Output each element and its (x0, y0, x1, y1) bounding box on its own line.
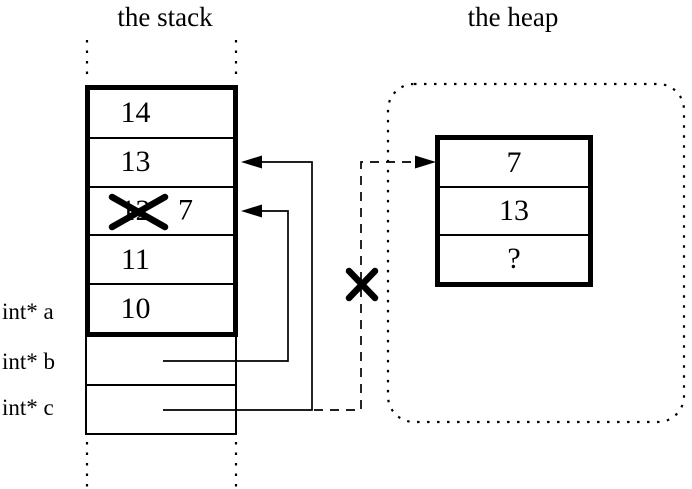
variable-label-a: int* a (2, 299, 54, 324)
stack-frame-box: 14 13 12 7 11 10 (85, 85, 238, 337)
heap-cell-13: 13 (440, 188, 588, 236)
stack-cell-value: 11 (121, 242, 150, 276)
variable-label-b: int* b (2, 349, 56, 374)
pointer-variable-cells (85, 337, 237, 435)
stack-title: the stack (117, 2, 213, 32)
arrowhead-left-icon (241, 204, 262, 218)
heap-cell-7: 7 (440, 140, 588, 188)
stack-cell-old-value: 12 (120, 193, 151, 227)
stack-cell-value: 14 (120, 96, 151, 130)
stack-cell-10: 10 (90, 285, 233, 332)
stack-cell-12-overwritten-7: 12 7 (90, 188, 233, 237)
stack-cell-value: 10 (120, 291, 151, 325)
heap-cell-value: ? (507, 242, 521, 275)
stack-cell-14: 14 (90, 90, 233, 139)
heap-cell-unknown: ? (440, 236, 588, 282)
arrowhead-right-icon (415, 155, 436, 169)
heap-title: the heap (467, 2, 559, 32)
heap-block-box: 7 13 ? (435, 135, 593, 287)
heap-cell-value: 7 (506, 146, 522, 179)
pointer-cell-b (87, 337, 235, 386)
pointer-cell-c (87, 386, 235, 433)
dangling-heap-arrow (314, 155, 436, 411)
stack-cell-value: 13 (120, 145, 151, 179)
cross-out-dangling-pointer-icon (345, 267, 379, 302)
stack-cell-11: 11 (90, 236, 233, 286)
stack-cell-13: 13 (90, 139, 233, 188)
arrowhead-left-icon (241, 155, 262, 169)
heap-cell-value: 13 (499, 194, 529, 227)
variable-label-c: int* c (2, 395, 54, 420)
stack-cell-new-value: 7 (178, 193, 193, 227)
